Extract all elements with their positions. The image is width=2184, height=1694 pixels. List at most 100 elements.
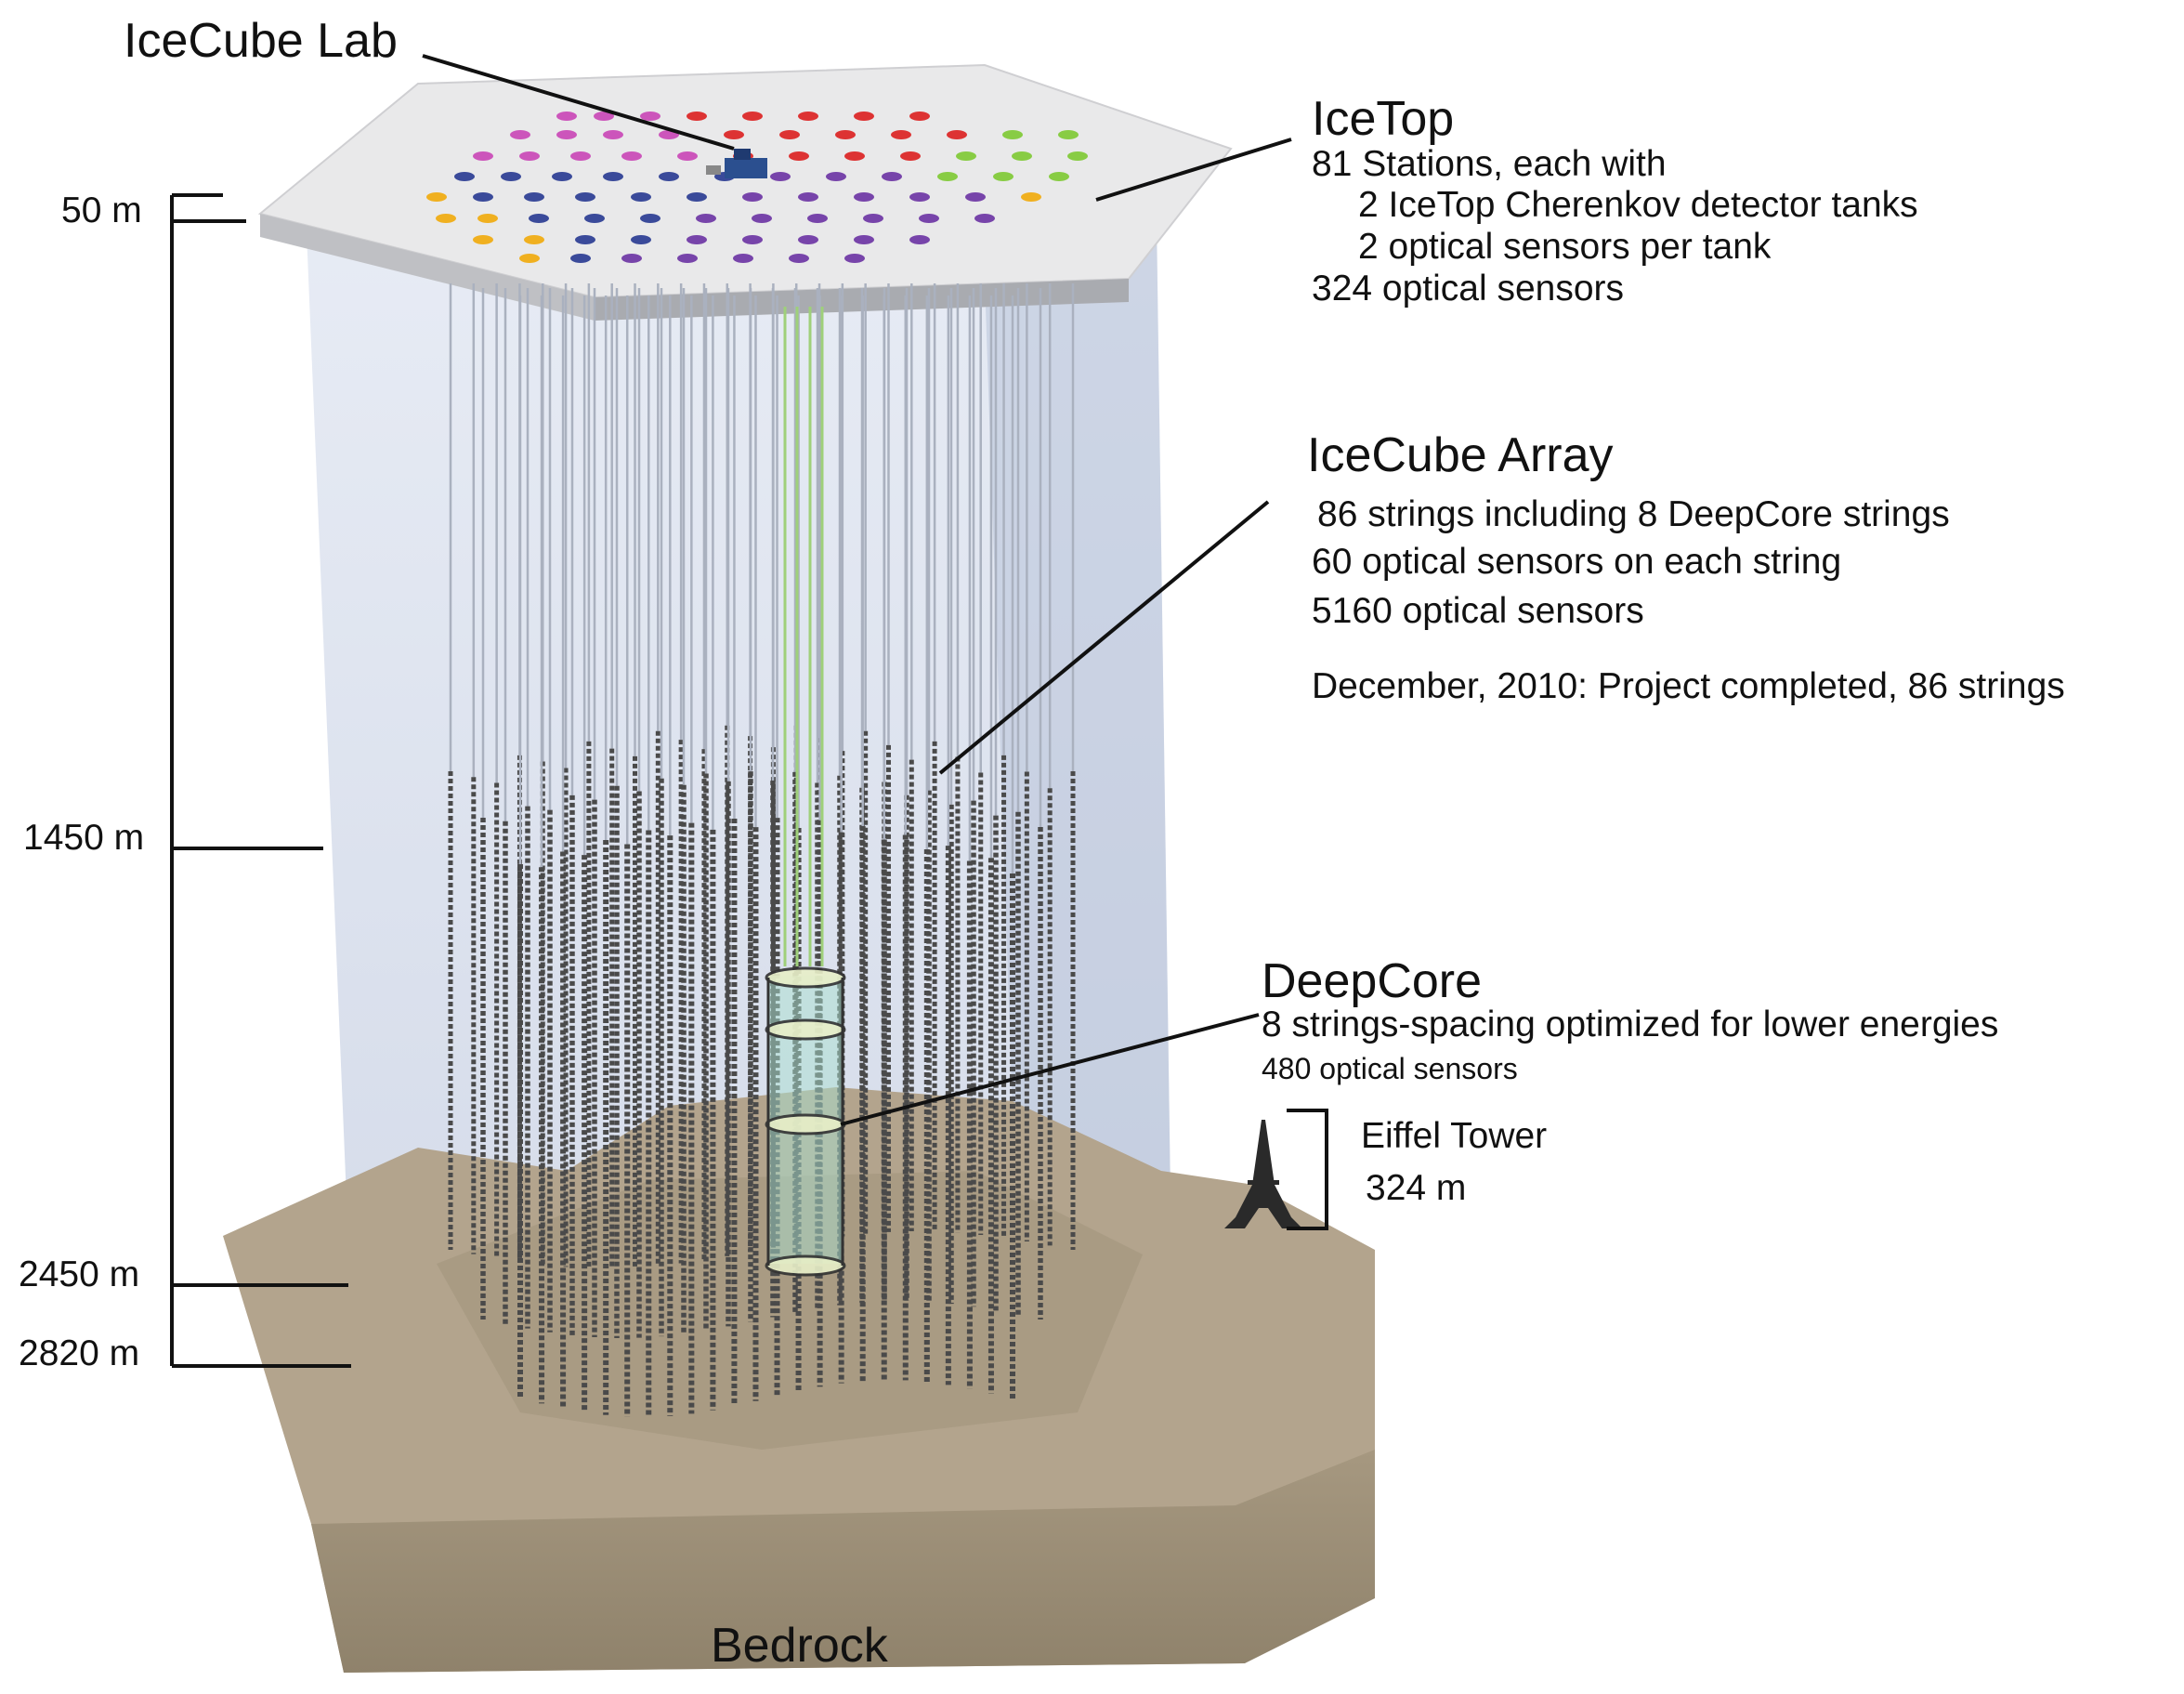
icecube-lab-label: IceCube Lab [124, 14, 398, 68]
icecube-lab-building [706, 149, 767, 178]
icetop-station [659, 172, 679, 181]
icetop-station [556, 112, 577, 121]
icetop-station [789, 151, 809, 161]
icetop-station [477, 214, 498, 223]
icetop-station [570, 254, 591, 263]
icetop-station [570, 151, 591, 161]
array-title: IceCube Array [1307, 428, 1614, 482]
icetop-station [524, 192, 544, 202]
depth-2450m: 2450 m [19, 1254, 140, 1294]
icetop-station [993, 172, 1014, 181]
eiffel-bracket [1287, 1109, 1328, 1230]
icetop-line-4: 324 optical sensors [1312, 269, 1625, 309]
icetop-station [956, 151, 976, 161]
icetop-station [947, 130, 967, 139]
icetop-station [733, 254, 753, 263]
icetop-station [501, 172, 521, 181]
depth-scale [170, 193, 351, 1368]
icetop-station [640, 214, 660, 223]
icetop-station [937, 172, 958, 181]
icetop-station [1058, 130, 1079, 139]
icetop-station [510, 130, 530, 139]
eiffel-name: Eiffel Tower [1361, 1116, 1548, 1156]
icetop-station [436, 214, 456, 223]
ice-volume-right-face [985, 218, 1172, 1394]
array-line-1: 86 strings including 8 DeepCore strings [1317, 494, 1950, 534]
icetop-station [454, 172, 475, 181]
icetop-station [724, 130, 744, 139]
deepcore-title: DeepCore [1262, 954, 1483, 1008]
icetop-station [789, 254, 809, 263]
icetop-line-3: 2 optical sensors per tank [1358, 227, 1772, 267]
depth-2820m: 2820 m [19, 1333, 140, 1373]
icetop-station [519, 254, 540, 263]
icetop-station [524, 235, 544, 244]
icetop-station [798, 112, 818, 121]
depth-1450m: 1450 m [23, 818, 145, 858]
eiffel-tower-icon [1224, 1120, 1302, 1228]
icetop-station [426, 192, 447, 202]
icetop-station [473, 151, 493, 161]
icetop-station [919, 214, 939, 223]
icetop-station [779, 130, 800, 139]
icetop-station [1012, 151, 1032, 161]
icetop-station [1002, 130, 1023, 139]
icetop-station [854, 235, 874, 244]
eiffel-height: 324 m [1366, 1168, 1467, 1208]
icetop-station [742, 192, 763, 202]
icetop-line-2: 2 IceTop Cherenkov detector tanks [1358, 185, 1918, 225]
icetop-station [640, 112, 660, 121]
icetop-station [798, 192, 818, 202]
icetop-station [696, 214, 716, 223]
icetop-station [900, 151, 921, 161]
icetop-station [621, 151, 642, 161]
icetop-station [556, 130, 577, 139]
icetop-station [1049, 172, 1069, 181]
array-line-3: 5160 optical sensors [1312, 591, 1644, 631]
leader-lines [422, 54, 1292, 1126]
icetop-station [621, 254, 642, 263]
icetop-station [826, 172, 846, 181]
icetop-station [687, 112, 707, 121]
icetop-station [742, 235, 763, 244]
depth-50m: 50 m [61, 190, 142, 230]
icetop-station [594, 112, 614, 121]
icetop-station [965, 192, 986, 202]
icetop-station [603, 130, 623, 139]
icetop-station [631, 235, 651, 244]
icetop-station [909, 192, 930, 202]
icetop-station [752, 214, 772, 223]
deepcore-line-2: 480 optical sensors [1262, 1052, 1518, 1085]
icetop-station [687, 235, 707, 244]
icetop-station [844, 254, 865, 263]
deepcore-cylinder [765, 966, 846, 1277]
icetop-station [584, 214, 605, 223]
icetop-station [519, 151, 540, 161]
icetop-station [473, 192, 493, 202]
icetop-station [854, 112, 874, 121]
deepcore-line-1: 8 strings-spacing optimized for lower en… [1262, 1005, 1999, 1044]
icetop-station [552, 172, 572, 181]
icetop-station [835, 130, 856, 139]
icetop-station [798, 235, 818, 244]
icetop-station [882, 172, 902, 181]
icetop-line-1: 81 Stations, each with [1312, 144, 1667, 184]
icetop-station [677, 254, 698, 263]
ground-front-face [311, 1450, 1375, 1673]
icetop-station [909, 112, 930, 121]
icetop-station [770, 172, 791, 181]
icetop-station [974, 214, 995, 223]
icetop-station [854, 192, 874, 202]
icetop-station [909, 235, 930, 244]
icetop-title: IceTop [1312, 92, 1455, 146]
icetop-station [603, 172, 623, 181]
icetop-station [807, 214, 828, 223]
icetop-station [677, 151, 698, 161]
icetop-stations [426, 112, 1088, 263]
icetop-station [473, 235, 493, 244]
icetop-station [863, 214, 883, 223]
icetop-station [575, 235, 595, 244]
icetop-station [891, 130, 911, 139]
bedrock-label: Bedrock [711, 1619, 888, 1673]
icetop-station [844, 151, 865, 161]
